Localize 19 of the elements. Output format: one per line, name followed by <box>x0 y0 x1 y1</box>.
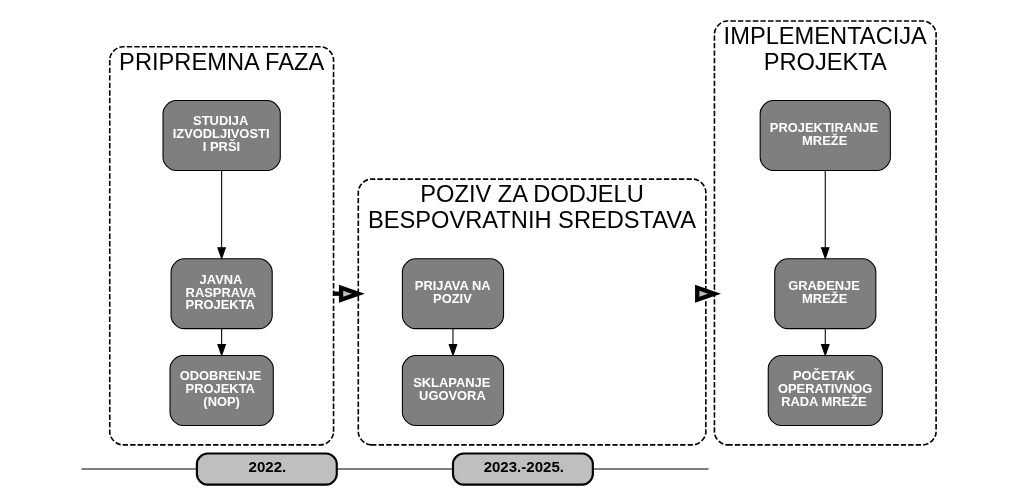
arrow <box>695 284 721 303</box>
node-box: JAVNA RASPRAVA PROJEKTA <box>170 258 273 330</box>
node-box: POČETAK OPERATIVNOG RADA MREŽE <box>767 355 883 427</box>
connector <box>336 468 454 470</box>
connector <box>592 468 710 470</box>
arrow <box>217 328 227 357</box>
arrow <box>448 328 458 357</box>
node-box: SKLAPANJE UGOVORA <box>401 355 505 427</box>
node-box: GRAĐENJE MREŽE <box>774 258 877 330</box>
arrow <box>820 170 830 261</box>
arrow <box>217 170 227 261</box>
connector <box>80 468 198 470</box>
node-box: 2022. <box>195 452 338 486</box>
node-box: PRIJAVA NA POZIV <box>401 258 505 330</box>
arrow <box>820 328 830 357</box>
node-box: 2023.-2025. <box>451 452 594 486</box>
node-box: ODOBRENJE PROJEKTA (NOP) <box>169 355 274 427</box>
node-box: PROJEKTIRANJE MREŽE <box>759 100 891 172</box>
node-box: STUDIJA IZVODLJIVOSTI I PRŠI <box>162 100 281 172</box>
